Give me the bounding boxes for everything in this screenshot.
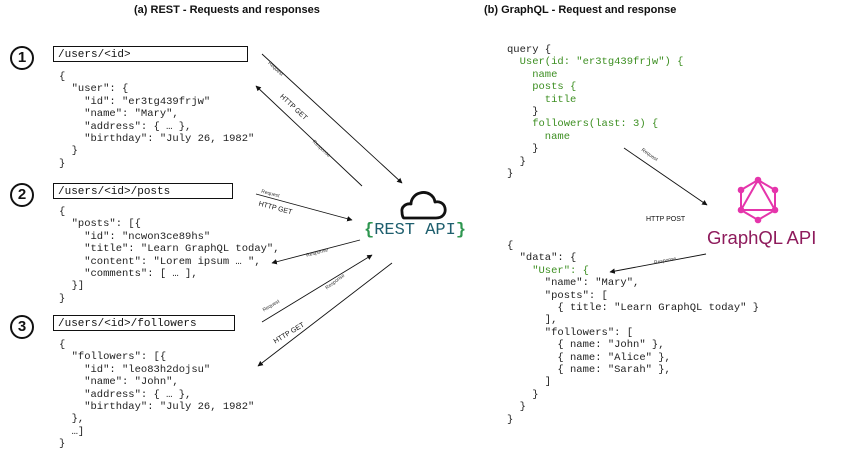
graphql-title: (b) GraphQL - Request and response xyxy=(484,4,677,16)
graphql-response-arrow xyxy=(609,253,707,274)
step-2-response-code: { "posts": [{ "id": "ncwon3ce89hs" "titl… xyxy=(59,206,280,305)
graphql-response-line: ], xyxy=(507,314,558,327)
graphql-query-line: } xyxy=(507,168,514,181)
graphql-query-line: name xyxy=(507,130,571,143)
graphql-query-line: } xyxy=(507,106,539,119)
step-2-number: 2 xyxy=(10,183,34,207)
step-1-response-arrow xyxy=(255,85,363,187)
graphql-api-label: GraphQL API xyxy=(707,227,817,248)
graphql-response-line: "name": "Mary", xyxy=(507,277,640,290)
graphql-request-arrow xyxy=(623,147,708,206)
step-2-url-box: /users/<id>/posts xyxy=(53,183,233,199)
step-3-number: 3 xyxy=(10,315,34,339)
step-1-url-box: /users/<id> xyxy=(53,46,248,62)
graphql-response-line: } xyxy=(507,388,539,401)
rest-api-text: REST API xyxy=(374,221,456,240)
cloud-icon xyxy=(400,191,447,220)
step-1-request-arrow xyxy=(261,53,403,184)
graphql-query-line: query { xyxy=(507,44,552,56)
graphql-response-line: "followers": [ xyxy=(507,326,634,339)
step-3-request-arrow xyxy=(261,254,373,323)
step-1-response-code: { "user": { "id": "er3tg439frjw" "name":… xyxy=(59,71,255,170)
step-2-response-arrow xyxy=(271,239,361,265)
graphql-response-line: ] xyxy=(507,376,552,389)
graphql-query-line: name xyxy=(507,68,558,81)
step-3-url-box: /users/<id>/followers xyxy=(53,315,235,331)
rest-api-label: {REST API} xyxy=(364,221,467,240)
graphql-query-line: title xyxy=(507,93,577,106)
graphql-query-code: query { User(id: "er3tg439frjw") { name … xyxy=(507,44,683,180)
rest-title: (a) REST - Requests and responses xyxy=(134,4,320,16)
graphql-http-label: HTTP POST xyxy=(646,216,686,223)
step-1-number: 1 xyxy=(10,46,34,70)
step-3-response-code: { "followers": [{ "id": "leo83h2dojsu" "… xyxy=(59,339,255,451)
graphql-response-line: "data": { xyxy=(507,252,577,265)
graphql-response-line: } xyxy=(507,413,514,426)
graphql-query-line: } xyxy=(507,155,526,168)
graphql-response-line: } xyxy=(507,401,526,414)
graphql-response-line: { name: "John" }, xyxy=(507,339,665,352)
graphql-response-line: { title: "Learn GraphQL today" } xyxy=(507,302,760,315)
graphql-response-line: "User": { xyxy=(507,264,589,277)
graphql-response-line: "posts": [ xyxy=(507,289,608,302)
step-2-request-arrow xyxy=(255,193,353,222)
graphql-response-line: { xyxy=(507,240,514,252)
graphql-query-line: User(id: "er3tg439frjw") { xyxy=(507,56,684,69)
graphql-response-line: { name: "Alice" }, xyxy=(507,351,671,364)
graphql-query-line: followers(last: 3) { xyxy=(507,118,659,131)
graphql-query-line: posts { xyxy=(507,81,577,94)
graphql-query-line: } xyxy=(507,143,539,156)
graphql-response-code: { "data": { "User": { "name": "Mary", "p… xyxy=(507,240,759,426)
step-3-response-arrow xyxy=(257,262,393,367)
graphql-response-line: { name: "Sarah" }, xyxy=(507,364,671,377)
graphql-logo-icon xyxy=(737,176,779,224)
